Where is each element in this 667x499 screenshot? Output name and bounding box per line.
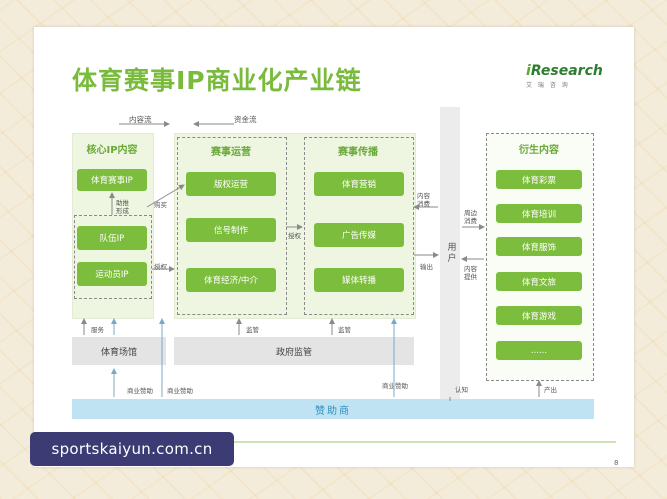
derived-more: ......: [496, 341, 582, 360]
sponsor-bar: 赞助商: [72, 399, 594, 419]
user-column: 用户: [440, 107, 460, 399]
event-media-advertising: 广告传媒: [314, 223, 404, 247]
service-label: 服务: [91, 326, 104, 334]
page-title: 体育赛事IP商业化产业链: [72, 66, 362, 95]
supervise1-label: 监管: [246, 326, 259, 334]
flow-arrows: [52, 121, 616, 443]
slide: 体育赛事IP商业化产业链 iResearch 艾 瑞 咨 询 内容流 资金流 核…: [34, 27, 634, 467]
user-label: 用户: [445, 242, 456, 264]
buy-label: 购买: [154, 201, 167, 209]
peripheral-consume-label: 周边消费: [464, 209, 477, 225]
site-watermark: sportskaiyun.com.cn: [30, 432, 234, 466]
help-form-label: 助推形成: [116, 199, 129, 215]
core-ip-event: 体育赛事IP: [77, 169, 147, 191]
biz-sponsor2-label: 商业赞助: [167, 387, 193, 395]
venue-box: 体育场馆: [72, 337, 166, 365]
event-ops-agency: 体育经济/中介: [186, 268, 276, 292]
supervise2-label: 监管: [338, 326, 351, 334]
logo-prefix: i: [526, 63, 531, 79]
output-label: 输出: [420, 263, 433, 271]
derived-lottery: 体育彩票: [496, 170, 582, 189]
event-ops-copyright: 版权运营: [186, 172, 276, 196]
derived-apparel: 体育服饰: [496, 237, 582, 256]
event-media-broadcast: 媒体转播: [314, 268, 404, 292]
license2-label: 授权: [288, 232, 301, 240]
event-ops-signal: 信号制作: [186, 218, 276, 242]
biz-sponsor3-label: 商业赞助: [382, 382, 408, 390]
biz-sponsor1-label: 商业赞助: [127, 387, 153, 395]
produce-label: 产出: [544, 386, 557, 394]
event-media-group: [304, 137, 414, 315]
logo-name: Research: [530, 63, 603, 79]
license-label: 授权: [154, 263, 167, 271]
event-ops-header: 赛事运营: [211, 147, 251, 158]
gov-box: 政府监管: [174, 337, 414, 365]
derived-training: 体育培训: [496, 204, 582, 223]
derived-header: 衍生内容: [519, 145, 559, 156]
buy-arrow: [146, 184, 185, 208]
core-ip-header: 核心IP内容: [86, 145, 138, 156]
event-media-marketing: 体育营销: [314, 172, 404, 196]
recognize-label: 认知: [455, 386, 468, 394]
logo-subtitle: 艾 瑞 咨 询: [526, 82, 570, 89]
content-consume-label: 内容消费: [417, 192, 430, 208]
content-provide-label: 内容提供: [464, 265, 477, 281]
content-flow-label: 内容流: [129, 115, 152, 124]
core-ip-athlete: 运动员IP: [77, 262, 147, 286]
event-media-header: 赛事传播: [338, 147, 378, 158]
team-athlete-group: [74, 215, 152, 299]
derived-games: 体育游戏: [496, 306, 582, 325]
derived-tourism: 体育文旅: [496, 272, 582, 291]
iresearch-logo: iResearch 艾 瑞 咨 询: [526, 63, 603, 89]
core-ip-team: 队伍IP: [77, 226, 147, 250]
money-flow-label: 资金流: [234, 115, 257, 124]
event-ops-group: [177, 137, 287, 315]
page-number: 8: [614, 459, 619, 467]
